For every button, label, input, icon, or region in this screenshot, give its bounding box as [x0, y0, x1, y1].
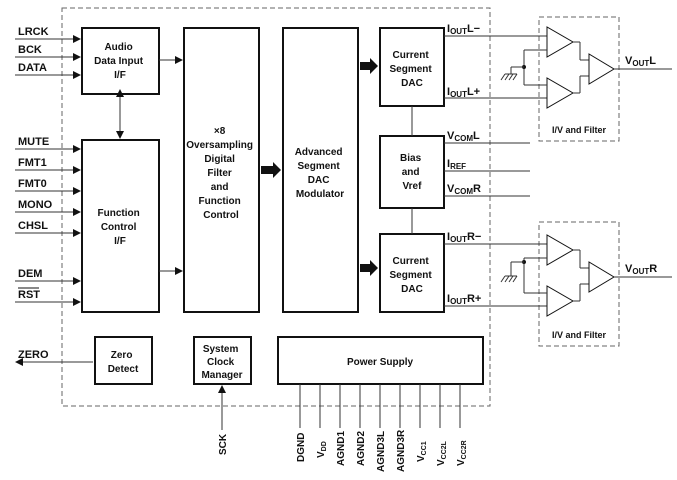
iv-filter-left-label: I/V and Filter	[552, 125, 607, 135]
filter-to-modulator-arrow	[261, 162, 281, 178]
label-iout-l-minus: IOUTL−	[447, 23, 480, 36]
pin-vcc2l: VCC2L	[436, 440, 448, 466]
dac-output-wires	[444, 35, 530, 307]
power-pin-wires	[299, 384, 461, 428]
label-bck: BCK	[18, 44, 42, 56]
current-dac-right-label: Current Segment DAC	[389, 256, 434, 295]
chip-boundary	[61, 7, 491, 407]
pin-agnd3l: AGND3L	[376, 431, 387, 472]
label-vcom-l: VCOML	[447, 130, 480, 143]
label-rst: RST	[18, 289, 40, 301]
input-wires	[15, 35, 93, 366]
label-lrck: LRCK	[18, 26, 49, 38]
segment-dac-modulator-block	[282, 27, 359, 313]
bias-vref-label: Bias and Vref	[400, 153, 424, 192]
label-dem: DEM	[18, 268, 42, 280]
system-clock-manager-block	[193, 336, 252, 385]
label-sck: SCK	[218, 433, 229, 455]
pin-dgnd: DGND	[296, 433, 307, 462]
label-vout-r: VOUTR	[625, 263, 657, 276]
segment-dac-modulator-label: Advanced Segment DAC Modulator	[295, 147, 346, 200]
power-supply-label: Power Supply	[347, 357, 414, 368]
function-control-label: Function Control I/F	[98, 208, 143, 247]
pin-vcc2r: VCC2R	[456, 440, 468, 466]
power-supply-block	[277, 336, 484, 385]
iv-filter-right-label: I/V and Filter	[552, 330, 607, 340]
zero-detect-label: Zero Detect	[108, 350, 139, 375]
system-clock-manager-label: System Clock Manager	[201, 344, 242, 381]
oversampling-filter-label: ×8 Oversampling Digital Filter and Funct…	[186, 126, 255, 221]
label-fmt0: FMT0	[18, 178, 47, 190]
label-iref: IREF	[447, 158, 466, 171]
label-data: DATA	[18, 62, 47, 74]
pin-agnd2: AGND2	[356, 431, 367, 466]
audio-data-input-label: Audio Data Input I/F	[94, 42, 146, 81]
pin-agnd1: AGND1	[336, 431, 347, 466]
label-fmt1: FMT1	[18, 157, 47, 169]
modulator-to-dac-right-arrow	[360, 260, 378, 276]
label-chsl: CHSL	[18, 220, 48, 232]
label-vout-l: VOUTL	[625, 55, 656, 68]
pin-vcc1: VCC1	[416, 441, 428, 462]
pin-vdd: VDD	[316, 441, 328, 458]
zero-detect-block	[94, 336, 153, 385]
label-vcom-r: VCOMR	[447, 183, 481, 196]
iv-filter-right	[500, 221, 672, 347]
pin-agnd3r: AGND3R	[396, 429, 407, 472]
iv-filter-left	[500, 16, 672, 142]
label-mute: MUTE	[18, 136, 49, 148]
label-mono: MONO	[18, 199, 53, 211]
current-dac-left-block	[379, 27, 445, 107]
oversampling-filter-block	[183, 27, 260, 313]
label-iout-r-minus: IOUTR−	[447, 231, 481, 244]
label-zero: ZERO	[18, 349, 49, 361]
label-iout-l-plus: IOUTL+	[447, 86, 480, 99]
label-iout-r-plus: IOUTR+	[447, 293, 481, 306]
function-control-block	[81, 139, 160, 313]
current-dac-left-label: Current Segment DAC	[389, 50, 434, 89]
audio-data-input-block	[81, 27, 160, 95]
modulator-to-dac-left-arrow	[360, 58, 378, 74]
